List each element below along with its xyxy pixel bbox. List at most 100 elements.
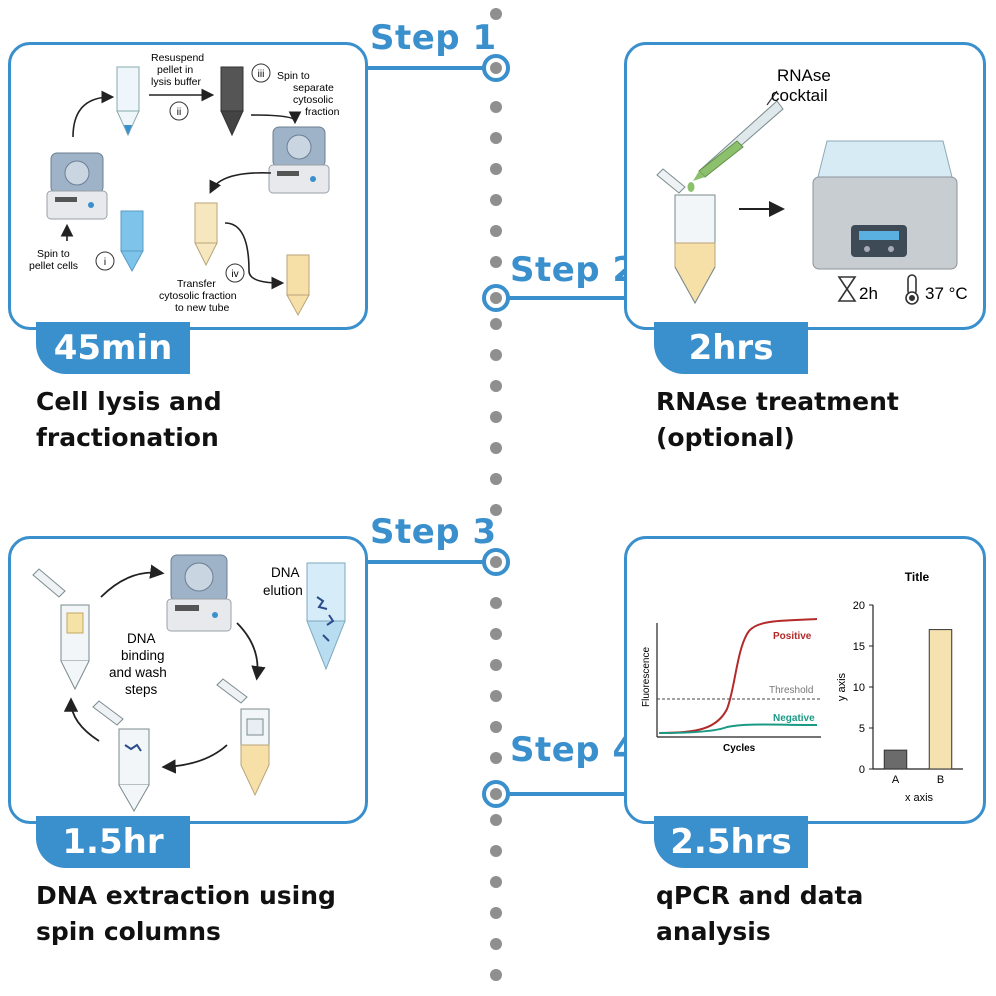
timeline-dot <box>490 752 502 764</box>
annotation-time: 2h <box>859 284 878 303</box>
step-4-panel: Fluorescence Cycles Positive Threshold N… <box>624 536 986 824</box>
annotation-elution: elution <box>263 583 303 598</box>
positive-curve <box>658 618 818 734</box>
step-3-panel: DNA elution DNA binding and wash steps <box>8 536 368 824</box>
annotation-rnase: cocktail <box>771 86 828 105</box>
amplification-xlabel: Cycles <box>723 743 756 754</box>
step-4-node <box>482 780 510 808</box>
timeline-dot <box>490 101 502 113</box>
step-marker-ii: ii <box>177 107 181 118</box>
step-3-caption-line: spin columns <box>36 917 221 946</box>
elution-tube-icon <box>306 562 346 671</box>
step-1-caption-line: Cell lysis and <box>36 387 222 416</box>
timeline-dot <box>490 938 502 950</box>
timeline-dot <box>490 318 502 330</box>
centrifuge-icon <box>46 152 108 220</box>
step-2-caption-line: RNAse treatment <box>656 387 899 416</box>
step-3-duration: 1.5hr <box>36 816 190 868</box>
annotation-binding: steps <box>125 682 158 697</box>
centrifuge-icon <box>268 126 330 194</box>
step-2-label: Step 2 <box>510 250 637 290</box>
step-marker-i: i <box>104 257 106 268</box>
amplification-ylabel: Fluorescence <box>641 647 652 707</box>
annotation-transfer: Transfer <box>177 278 216 290</box>
tube-icon <box>120 210 144 273</box>
step-3-connector <box>365 560 483 564</box>
pipette-icon <box>687 100 784 192</box>
tube-icon <box>194 202 218 267</box>
annotation-spin-pellet: pellet cells <box>29 260 78 272</box>
timeline-dot <box>490 814 502 826</box>
annotation-transfer: cytosolic fraction <box>159 290 237 302</box>
timeline-dot <box>490 194 502 206</box>
y-axis-label: y axis <box>836 672 848 701</box>
step-1-connector <box>365 66 483 70</box>
positive-label: Positive <box>773 631 812 642</box>
step-4-duration: 2.5hrs <box>654 816 808 868</box>
timeline-dot <box>490 504 502 516</box>
timeline-dot <box>490 8 502 20</box>
step-4-connector <box>509 792 627 796</box>
spin-column-icon <box>216 678 270 797</box>
timeline-dot <box>490 225 502 237</box>
y-tick-label: 10 <box>853 682 865 694</box>
annotation-binding: binding <box>121 648 165 663</box>
timeline-dot <box>490 442 502 454</box>
negative-label: Negative <box>773 713 815 724</box>
bar-A <box>883 749 908 770</box>
step-marker-iii: iii <box>258 69 265 80</box>
tube-icon <box>220 66 244 137</box>
timeline-dot <box>490 907 502 919</box>
chart-title: Title <box>905 570 930 584</box>
threshold-label: Threshold <box>769 685 813 696</box>
step-1-label: Step 1 <box>370 18 497 58</box>
thermometer-icon <box>905 274 919 305</box>
timeline-dot <box>490 380 502 392</box>
tube-icon <box>656 168 716 305</box>
x-tick-label: A <box>892 774 900 786</box>
step-4-label: Step 4 <box>510 730 637 770</box>
step-2-caption: RNAse treatment (optional) <box>656 384 996 456</box>
qpcr-illustration: Fluorescence Cycles Positive Threshold N… <box>641 570 963 804</box>
amplification-plot: Fluorescence Cycles Positive Threshold N… <box>641 618 821 754</box>
step-2-panel: RNAse cocktail 2h 37 <box>624 42 986 330</box>
step-1-panel: Resuspend pellet in lysis buffer Spin to… <box>8 42 368 330</box>
water-bath-icon <box>812 140 958 270</box>
annotation-spin-pellet: Spin to <box>37 248 70 260</box>
annotation-spin-separate: cytosolic <box>293 94 333 106</box>
step-1-caption-line: fractionation <box>36 423 219 452</box>
timeline-dot <box>490 256 502 268</box>
step-2-caption-line: (optional) <box>656 423 795 452</box>
annotation-transfer: to new tube <box>175 302 229 314</box>
step-1-caption: Cell lysis and fractionation <box>36 384 376 456</box>
annotation-spin-separate: fraction <box>305 106 340 118</box>
timeline-dot <box>490 690 502 702</box>
annotation-resuspend: pellet in <box>157 64 193 76</box>
annotation-temperature: 37 °C <box>925 284 968 303</box>
annotation-spin-separate: Spin to <box>277 70 310 82</box>
tube-icon <box>286 254 310 317</box>
spin-column-icon <box>92 700 150 813</box>
step-4-caption-line: analysis <box>656 917 771 946</box>
x-axis-label: x axis <box>905 792 934 804</box>
step-3-caption-line: DNA extraction using <box>36 881 336 910</box>
step-2-duration: 2hrs <box>654 322 808 374</box>
negative-curve <box>658 723 818 734</box>
timeline-dot <box>490 721 502 733</box>
step-2-node <box>482 284 510 312</box>
rnase-illustration: RNAse cocktail 2h 37 <box>656 66 968 305</box>
timeline-dot <box>490 597 502 609</box>
timeline-dot <box>490 845 502 857</box>
y-tick-label: 0 <box>859 764 865 776</box>
cell-lysis-illustration: Resuspend pellet in lysis buffer Spin to… <box>29 52 340 317</box>
step-2-connector <box>509 296 627 300</box>
step-marker-iv: iv <box>231 269 238 280</box>
timeline-dot <box>490 659 502 671</box>
timeline-dot <box>490 411 502 423</box>
y-tick-label: 15 <box>853 641 865 653</box>
timeline-dot <box>490 132 502 144</box>
x-tick-label: B <box>937 774 944 786</box>
timeline-dot <box>490 163 502 175</box>
centrifuge-icon <box>166 554 232 632</box>
